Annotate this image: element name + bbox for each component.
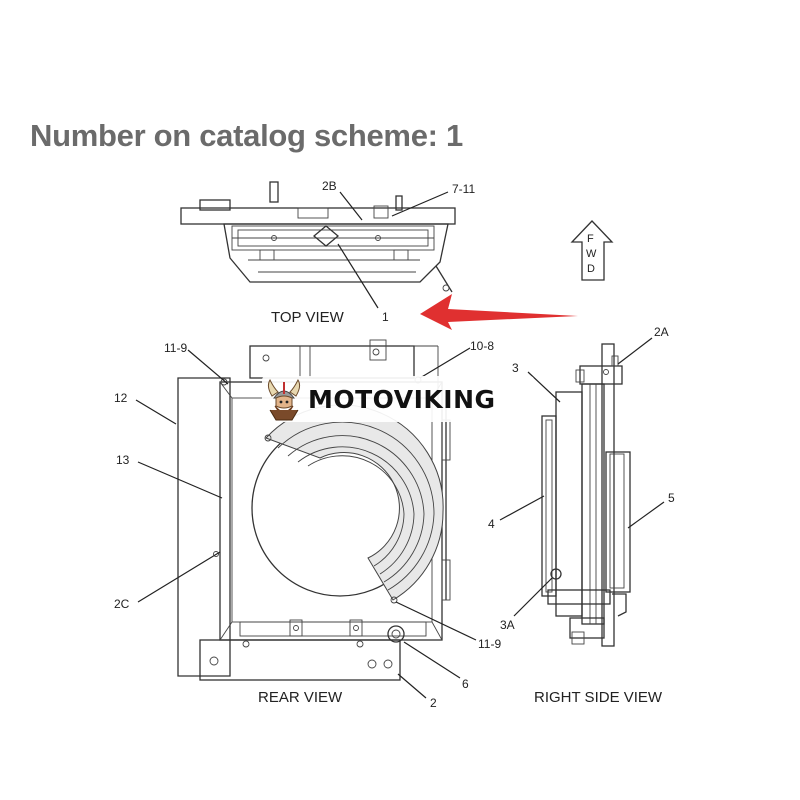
callout-rear-2c: 2C xyxy=(114,597,130,611)
viking-mascot-icon xyxy=(267,379,301,421)
callout-rear-12: 12 xyxy=(114,391,128,405)
callout-rear-11-9-top: 11-9 xyxy=(164,341,187,355)
callout-side-2a: 2A xyxy=(654,325,669,339)
right-side-view-caption: RIGHT SIDE VIEW xyxy=(534,689,663,706)
callout-top-2b: 2B xyxy=(322,179,337,193)
top-view-drawing xyxy=(180,181,456,309)
callout-rear-6: 6 xyxy=(462,677,469,691)
brand-watermark: MOTOVIKING xyxy=(262,376,534,422)
fwd-letter-f: F xyxy=(587,233,594,245)
brand-name: MOTOVIKING xyxy=(308,384,496,414)
forward-arrow-icon xyxy=(570,220,614,281)
fwd-letter-d: D xyxy=(587,263,595,275)
page-title: Number on catalog scheme: 1 xyxy=(30,118,463,153)
callout-side-3a: 3A xyxy=(500,618,515,632)
callout-rear-10-8: 10-8 xyxy=(470,339,494,353)
callout-top-7-11: 7-11 xyxy=(452,182,475,196)
callout-side-3: 3 xyxy=(512,361,519,375)
right-side-view-drawing xyxy=(499,337,665,647)
top-view-caption: TOP VIEW xyxy=(271,309,345,326)
red-pointer-arrow-icon xyxy=(420,294,578,330)
callout-rear-2: 2 xyxy=(430,696,437,710)
callout-rear-11-9-bottom: 11-9 xyxy=(478,637,501,651)
callout-side-4: 4 xyxy=(488,517,495,531)
fwd-letter-w: W xyxy=(586,248,597,260)
callout-side-5: 5 xyxy=(668,491,675,505)
callout-top-1: 1 xyxy=(382,310,389,324)
rear-view-caption: REAR VIEW xyxy=(258,689,343,706)
callout-rear-13: 13 xyxy=(116,453,130,467)
fan-guard-icon xyxy=(264,404,444,604)
